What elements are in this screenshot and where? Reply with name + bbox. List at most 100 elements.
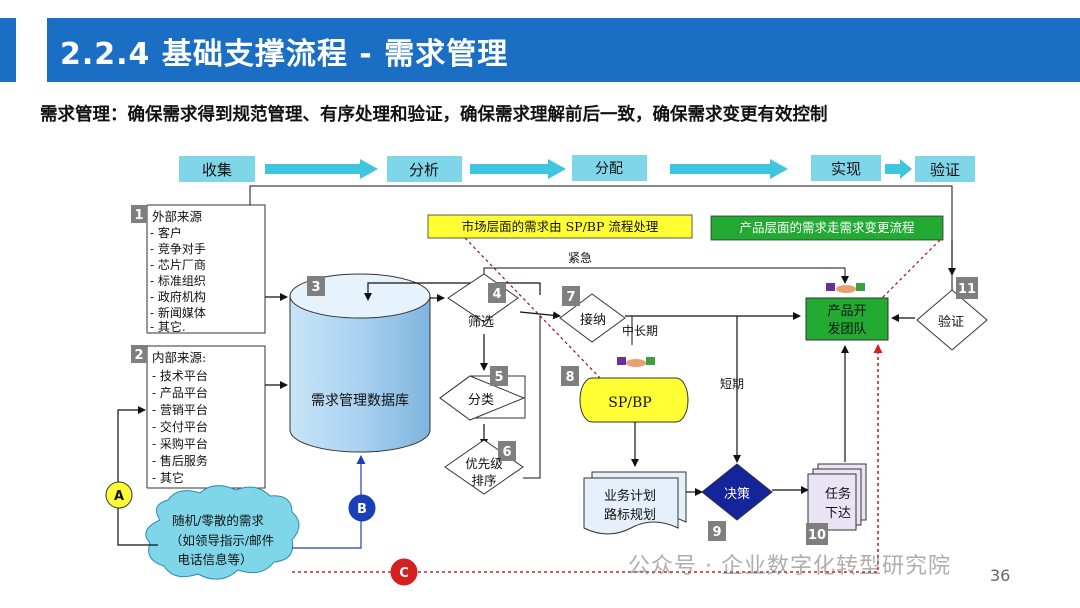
step-7-number: 7 — [566, 290, 575, 305]
step-verify: 11 验证 — [916, 277, 988, 351]
database-label: 需求管理数据库 — [311, 393, 409, 409]
step-task-label-2: 下达 — [825, 506, 851, 521]
path-a-badge — [105, 481, 133, 509]
internal-source-item: - 采购平台 — [152, 436, 208, 451]
return-to-db-arrow — [364, 282, 541, 301]
path-b-badge — [348, 494, 376, 522]
product-note-connector — [879, 239, 941, 301]
requirements-database: 3 需求管理数据库 — [289, 273, 431, 453]
market-note-text: 市场层面的需求由 SP/BP 流程处理 — [462, 219, 659, 234]
stage-verify-label: 验证 — [930, 161, 960, 179]
step-2-badge — [131, 345, 147, 363]
title-bar — [47, 18, 1080, 82]
feedback-loop-line — [249, 185, 953, 290]
step-7-badge — [562, 286, 580, 306]
stage-assign-box — [572, 155, 647, 181]
plan-doc-line-2: 路标规划 — [604, 507, 656, 523]
random-demand-line-2: （如领导指示/邮件 — [170, 533, 274, 548]
page-subtitle: 需求管理：确保需求得到规范管理、有序处理和验证，确保需求理解前后一致，确保需求变… — [40, 105, 828, 125]
page-title: 2.2.4 基础支撑流程 - 需求管理 — [60, 37, 509, 72]
stage-assign-label: 分配 — [595, 161, 623, 177]
external-source-item: - 竞争对手 — [150, 242, 206, 256]
stage-collect-label: 收集 — [202, 161, 232, 179]
internal-source-item: - 交付平台 — [152, 419, 208, 434]
stage-collect-box — [179, 156, 255, 182]
step-10-number: 10 — [808, 528, 826, 543]
external-source-item: - 客户 — [150, 225, 182, 240]
step-10-badge — [806, 523, 828, 545]
mid-long-label: 中长期 — [622, 323, 658, 338]
product-dev-team: 产品开 发团队 — [805, 297, 889, 341]
internal-source-item: - 其它 — [152, 470, 184, 485]
short-term-label: 短期 — [720, 377, 744, 391]
step-2-number: 2 — [134, 348, 143, 363]
step-classify: 5 分类 — [439, 366, 526, 421]
step-8-badge — [561, 366, 579, 386]
stage-analyze-label: 分析 — [409, 161, 439, 179]
urgent-label: 紧急 — [568, 250, 592, 265]
step-priority-label-2: 排序 — [471, 473, 496, 488]
step-3-badge — [307, 276, 325, 296]
step-4-badge — [488, 283, 506, 303]
product-note-box — [710, 215, 944, 241]
internal-source-item: - 营销平台 — [152, 402, 208, 417]
path-b-line — [292, 455, 366, 549]
random-demand-line-3: 电话信息等） — [177, 552, 252, 567]
step-verify-label: 验证 — [938, 314, 964, 330]
random-demand-cloud: 随机/零散的需求 （如领导指示/邮件 电话信息等） — [145, 485, 300, 580]
step-5-badge — [490, 366, 508, 386]
step-8-number: 8 — [565, 370, 574, 385]
step-screen-label: 筛选 — [468, 315, 494, 330]
stage-implement-label: 实现 — [831, 160, 861, 178]
internal-source-item: - 售后服务 — [152, 453, 208, 468]
step-11-badge — [956, 277, 978, 299]
plan-doc-line-1: 业务计划 — [604, 488, 656, 504]
handshake-icon — [826, 283, 865, 293]
product-note-text: 产品层面的需求走需求变更流程 — [739, 220, 915, 235]
external-sources-title: 外部来源 — [152, 209, 203, 224]
external-source-item: - 标准组织 — [150, 274, 206, 288]
page-number: 36 — [990, 566, 1011, 585]
business-plan-document: 业务计划 路标规划 — [583, 471, 687, 535]
external-source-item: - 芯片厂商 — [150, 257, 206, 272]
internal-source-item: - 技术平台 — [152, 368, 208, 383]
team-label-2: 发团队 — [827, 321, 866, 337]
internal-sources-box: 2 内部来源: - 技术平台 - 产品平台 - 营销平台 - 交付平台 - 采购… — [131, 345, 266, 489]
path-a-line — [117, 406, 158, 546]
step-task: 任务 下达 10 — [806, 463, 867, 545]
path-c-label: C — [399, 566, 409, 581]
watermark: 公众号 · 企业数字化转型研究院 — [628, 554, 951, 579]
market-note-box — [427, 214, 693, 239]
stage-arrow-1 — [265, 159, 378, 179]
path-b-label: B — [357, 502, 367, 517]
screen-to-accept-arrow — [519, 311, 561, 320]
stage-analyze-box — [387, 156, 462, 182]
step-9-number: 9 — [712, 525, 721, 540]
stage-implement-box — [811, 155, 881, 181]
step-5-number: 5 — [494, 370, 503, 385]
external-source-item: - 其它. — [150, 319, 186, 334]
external-source-item: - 新闻媒体 — [150, 305, 206, 320]
stage-arrow-2 — [470, 159, 566, 179]
external-sources-box: 1 外部来源 - 客户 - 竞争对手 - 芯片厂商 - 标准组织 - 政府机构 … — [131, 204, 266, 334]
market-note-connector — [464, 237, 601, 379]
step-1-number: 1 — [134, 208, 143, 223]
step-1-badge — [131, 205, 147, 223]
stage-bar: 收集 分析 分配 实现 验证 — [179, 155, 975, 182]
step-spbp-label: SP/BP — [608, 395, 651, 411]
step-classify-label: 分类 — [468, 393, 494, 408]
path-c-badge — [390, 558, 418, 586]
step-4-number: 4 — [492, 287, 501, 302]
stage-arrow-4 — [885, 159, 912, 179]
step-priority-label-1: 优先级 — [465, 456, 503, 471]
step-3-number: 3 — [311, 280, 320, 295]
stage-arrow-3 — [670, 159, 788, 179]
team-label-1: 产品开 — [827, 304, 866, 319]
random-demand-line-1: 随机/零散的需求 — [172, 513, 264, 528]
step-accept-label: 接纳 — [580, 312, 606, 328]
step-screen: 4 筛选 — [447, 273, 519, 330]
handshake-icon — [617, 357, 655, 367]
internal-sources-title: 内部来源: — [152, 350, 206, 365]
external-source-item: - 政府机构 — [150, 289, 206, 304]
